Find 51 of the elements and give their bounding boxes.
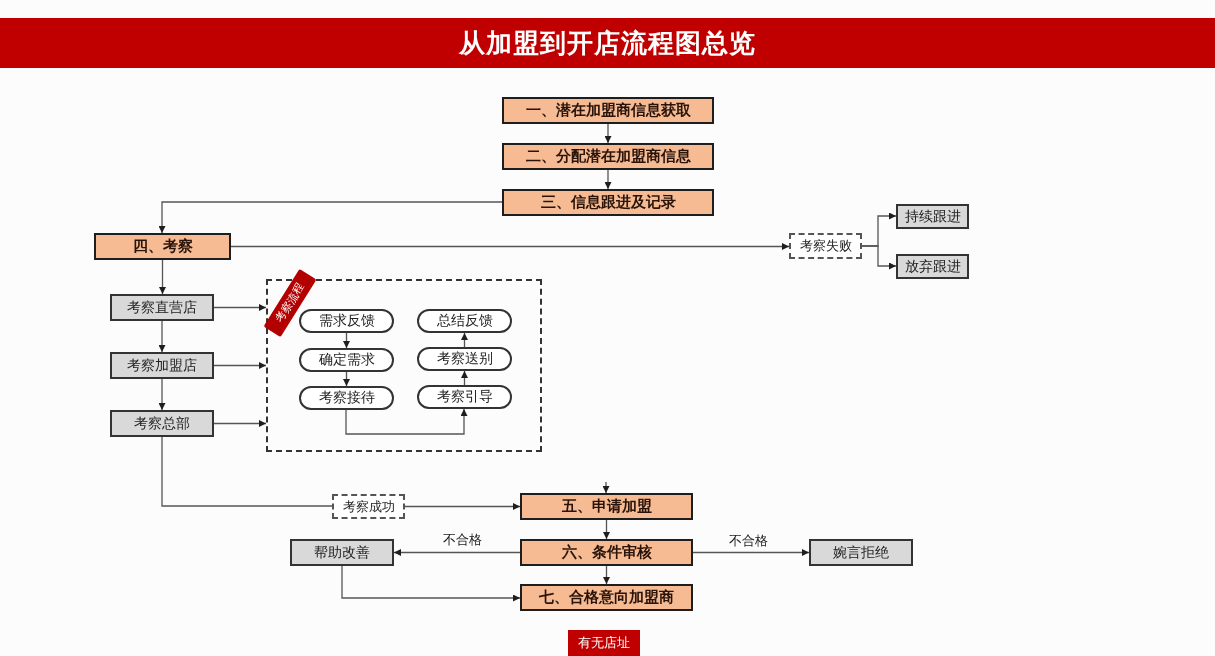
arrow bbox=[861, 245, 897, 270]
arrow bbox=[213, 304, 267, 311]
process-box: 考察加盟店 bbox=[110, 352, 214, 379]
arrow bbox=[461, 370, 468, 386]
step-box: 六、条件审核 bbox=[520, 539, 693, 566]
arrow bbox=[461, 332, 468, 348]
dashed-box: 考察成功 bbox=[332, 494, 405, 519]
process-box: 考察总部 bbox=[110, 410, 214, 437]
rounded-box: 确定需求 bbox=[299, 348, 394, 372]
arrow bbox=[603, 565, 610, 585]
arrow bbox=[159, 259, 166, 295]
arrow bbox=[158, 320, 166, 353]
connector-line bbox=[161, 436, 333, 507]
arrow bbox=[393, 549, 521, 556]
step-box: 四、考察 bbox=[94, 233, 231, 260]
rounded-box: 考察接待 bbox=[299, 386, 394, 410]
arrow bbox=[603, 519, 610, 540]
rounded-box: 考察引导 bbox=[417, 385, 512, 409]
arrow bbox=[692, 549, 810, 556]
tab-label: 考察流程 bbox=[263, 269, 316, 337]
process-box: 帮助改善 bbox=[290, 539, 394, 566]
dashed-box: 考察失败 bbox=[789, 233, 862, 259]
rounded-box: 总结反馈 bbox=[417, 309, 512, 333]
process-box: 放弃跟进 bbox=[896, 254, 969, 279]
edge-label: 不合格 bbox=[440, 531, 484, 549]
step-box: 七、合格意向加盟商 bbox=[520, 584, 693, 611]
arrow bbox=[404, 503, 521, 510]
arrow bbox=[602, 481, 610, 494]
step-box: 一、潜在加盟商信息获取 bbox=[502, 97, 714, 124]
tag-box: 有无店址 bbox=[568, 630, 640, 656]
step-box: 三、信息跟进及记录 bbox=[502, 189, 714, 216]
rounded-box: 考察送别 bbox=[417, 347, 512, 371]
arrow bbox=[341, 565, 521, 602]
arrow bbox=[213, 362, 267, 369]
step-box: 二、分配潜在加盟商信息 bbox=[502, 143, 714, 170]
arrow bbox=[345, 408, 468, 435]
process-box: 婉言拒绝 bbox=[809, 539, 913, 566]
arrow bbox=[343, 332, 350, 349]
arrow bbox=[158, 378, 166, 411]
process-box: 持续跟进 bbox=[896, 204, 969, 229]
title-bar: 从加盟到开店流程图总览 bbox=[0, 18, 1215, 68]
process-box: 考察直营店 bbox=[110, 294, 214, 321]
arrow bbox=[343, 371, 350, 387]
arrow bbox=[213, 420, 267, 427]
rounded-box: 需求反馈 bbox=[299, 309, 394, 333]
arrow bbox=[604, 169, 612, 190]
edge-label: 不合格 bbox=[726, 532, 770, 550]
step-box: 五、申请加盟 bbox=[520, 493, 693, 520]
arrow bbox=[604, 123, 612, 144]
arrow bbox=[230, 243, 790, 250]
arrow bbox=[158, 201, 503, 234]
